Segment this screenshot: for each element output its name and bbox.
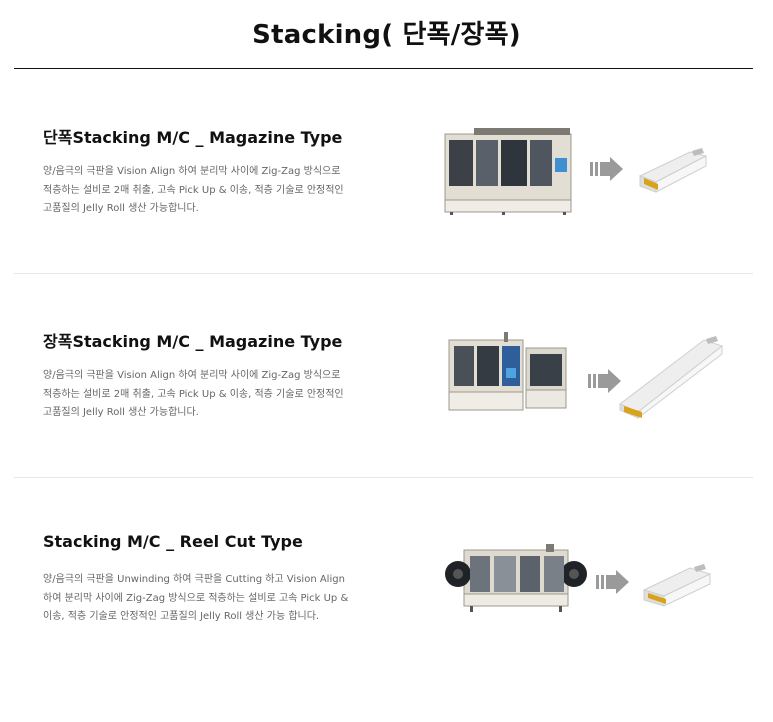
title-divider <box>14 68 753 69</box>
section-title: Stacking M/C _ Reel Cut Type <box>43 532 303 551</box>
description-line: 양/음극의 극판을 Vision Align 하여 분리막 사이에 Zig-Za… <box>43 370 341 381</box>
description-line: 고품질의 Jelly Roll 생산 가능합니다. <box>43 203 199 214</box>
cell-block-icon <box>642 564 712 607</box>
machine-image <box>445 544 587 612</box>
section-title: 장폭Stacking M/C _ Magazine Type <box>43 332 343 351</box>
cell-block-icon <box>638 148 708 193</box>
section-description: 양/음극의 극판을 Vision Align 하여 분리막 사이에 Zig-Za… <box>43 163 373 219</box>
arrow-right-icon <box>588 369 621 393</box>
section-reel-cut: Stacking M/C _ Reel Cut Type 양/음극의 극판을 U… <box>14 478 753 681</box>
machine-image <box>448 332 567 411</box>
description-line: 고품질의 Jelly Roll 생산 가능합니다. <box>43 407 199 418</box>
page-title: Stacking( 단폭/장폭) <box>252 20 521 50</box>
description-line: 적층하는 설비로 2매 취출, 고속 Pick Up & 이송, 적층 기술로 … <box>43 184 344 196</box>
section-short-width-magazine: 단폭Stacking M/C _ Magazine Type 양/음극의 극판을… <box>14 70 753 274</box>
section-title: 단폭Stacking M/C _ Magazine Type <box>43 128 343 147</box>
description-line: 적층하는 설비로 2매 취출, 고속 Pick Up & 이송, 적층 기술로 … <box>43 388 344 400</box>
description-line: 양/음극의 극판을 Unwinding 하여 극판을 Cutting 하고 Vi… <box>43 574 345 585</box>
description-line: 양/음극의 극판을 Vision Align 하여 분리막 사이에 Zig-Za… <box>43 166 341 177</box>
description-line: 이송, 적층 기술로 안정적인 고품질의 Jelly Roll 생산 가능 합니… <box>43 611 320 622</box>
section-description: 양/음극의 극판을 Unwinding 하여 극판을 Cutting 하고 Vi… <box>43 571 373 627</box>
arrow-right-icon <box>596 570 629 594</box>
arrow-right-icon <box>590 157 623 181</box>
section-description: 양/음극의 극판을 Vision Align 하여 분리막 사이에 Zig-Za… <box>43 367 373 423</box>
description-line: 하여 분리막 사이에 Zig-Zag 방식으로 적층하는 설비로 고속 Pick… <box>43 592 349 604</box>
section-long-width-magazine: 장폭Stacking M/C _ Magazine Type 양/음극의 극판을… <box>14 274 753 478</box>
cell-block-icon <box>619 336 724 420</box>
machine-image <box>444 128 572 215</box>
